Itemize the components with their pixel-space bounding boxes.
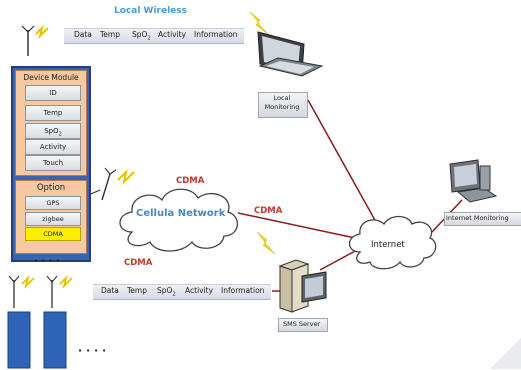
bottom-data-bar: Data Temp SpO2 Activity Information	[93, 284, 271, 300]
bar-information: Information	[221, 286, 265, 295]
module-item-spo2: SpO2	[25, 123, 81, 139]
lightning-bolt-icon	[256, 231, 276, 255]
antenna-icon	[21, 24, 49, 56]
bar-temp: Temp	[100, 30, 120, 39]
option-title: Option	[36, 183, 66, 193]
bar-temp: Temp	[127, 286, 147, 295]
bar-information: Information	[194, 30, 238, 39]
laptop-icon	[257, 31, 324, 77]
cdma-label: CDMA	[124, 258, 153, 268]
bar-activity: Activity	[185, 286, 214, 295]
internet-label: Internet	[371, 240, 405, 250]
module-item-touch: Touch	[25, 155, 81, 171]
ellipsis-bottom: · · · ·	[78, 344, 107, 357]
bar-activity: Activity	[158, 30, 187, 39]
server-icon	[278, 259, 327, 313]
ellipsis-top: · · · ·	[34, 256, 60, 267]
device-unit	[7, 311, 31, 369]
option-item-cdma: CDMA	[25, 227, 81, 241]
cellular-network-cloud	[119, 188, 238, 252]
link-cloud-internet	[237, 212, 356, 239]
antenna-icon	[46, 275, 73, 308]
device-module-box: Device Module ID Temp SpO2 Activity Touc…	[15, 70, 87, 176]
option-box: Option GPS zigbee CDMA	[15, 180, 87, 254]
local-monitoring-label: Local Monitoring	[264, 94, 300, 111]
desktop-computer-icon	[449, 159, 498, 203]
antenna-icon	[8, 275, 35, 308]
device-module-title: Device Module	[23, 73, 79, 82]
internet-cloud	[348, 215, 437, 270]
module-item-activity: Activity	[25, 139, 81, 155]
local-monitoring-label-box	[258, 92, 308, 118]
device-unit	[43, 311, 67, 369]
sms-server-label: SMS Server	[283, 320, 321, 328]
internet-monitoring-label-box	[444, 212, 521, 226]
bar-data: Data	[101, 286, 119, 295]
antenna-icon	[101, 167, 135, 201]
link-server-internet	[319, 249, 358, 271]
lightning-bolt-icon	[249, 11, 269, 35]
internet-monitoring-label: Internet Monitoring	[446, 214, 509, 222]
sms-server-label-box	[278, 318, 328, 332]
page-corner	[490, 338, 521, 369]
cdma-label: CDMA	[254, 206, 283, 216]
top-data-bar: Data Temp SpO2 Activity Information	[64, 28, 244, 44]
bar-data: Data	[74, 30, 92, 39]
cellular-network-label: Cellula Network	[136, 208, 226, 219]
local-wireless-label: Local Wireless	[114, 6, 188, 16]
link-laptop-internet	[307, 99, 377, 223]
device-units	[7, 275, 73, 369]
module-item-temp: Temp	[25, 105, 81, 121]
option-item-gps: GPS	[25, 196, 81, 210]
bar-spo2: SpO2	[157, 286, 176, 298]
cdma-label: CDMA	[176, 176, 205, 186]
bar-spo2: SpO2	[132, 30, 151, 42]
option-item-zigbee: zigbee	[25, 212, 81, 226]
module-item-id: ID	[25, 85, 81, 101]
